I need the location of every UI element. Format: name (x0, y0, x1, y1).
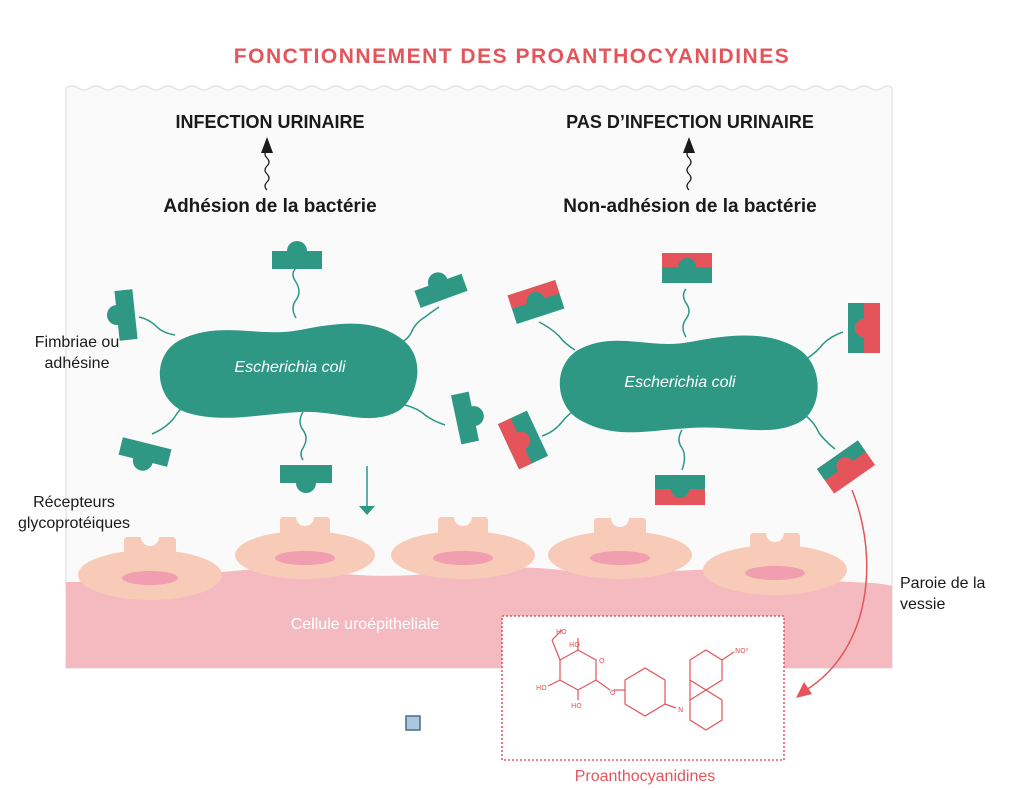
small-square-marker (405, 715, 421, 731)
outcome-arrow-left (261, 137, 273, 191)
molecule-atom-labels: HO HO HO HO O O N NO² (536, 628, 749, 714)
atom-o-link: O (610, 689, 616, 697)
molecule-structure (547, 629, 735, 731)
bacterium-label-left: Escherichia coli (234, 359, 346, 376)
label-receptors: Récepteurs glycoprotéiques (17, 494, 131, 532)
atom-oh4: HO (571, 702, 582, 710)
atom-oh3: HO (536, 684, 547, 692)
diagram-title: FONCTIONNEMENT DES PROANTHOCYANIDINES (233, 45, 791, 68)
atom-oh1: HO (556, 628, 567, 636)
panel-border (65, 85, 893, 669)
outcome-no-infection: PAS D’INFECTION URINAIRE (566, 112, 814, 132)
label-fimbriae: Fimbriae ou adhésine (34, 334, 120, 372)
epithelial-cells (78, 508, 847, 600)
process-adhesion: Adhésion de la bactérie (163, 196, 377, 217)
label-cell: Cellule uroépitheliale (290, 616, 440, 633)
atom-no2: NO² (735, 647, 749, 655)
label-molecule: Proanthocyanidines (574, 768, 716, 785)
process-non-adhesion: Non-adhésion de la bactérie (563, 196, 817, 217)
molecule-arrow (796, 489, 868, 698)
adhesion-arrow (359, 466, 375, 515)
bacterium-label-right: Escherichia coli (624, 374, 736, 391)
atom-nitrogen: N (678, 706, 683, 714)
atom-o-ring: O (599, 657, 605, 665)
bacterium-right (497, 253, 880, 505)
atom-oh2: HO (569, 641, 580, 649)
molecule-box (501, 615, 785, 761)
outcome-infection: INFECTION URINAIRE (175, 112, 365, 132)
bacterium-left (107, 241, 484, 493)
label-bladder-wall: Paroie de la vessie (900, 575, 986, 613)
outcome-arrow-right (683, 137, 695, 191)
